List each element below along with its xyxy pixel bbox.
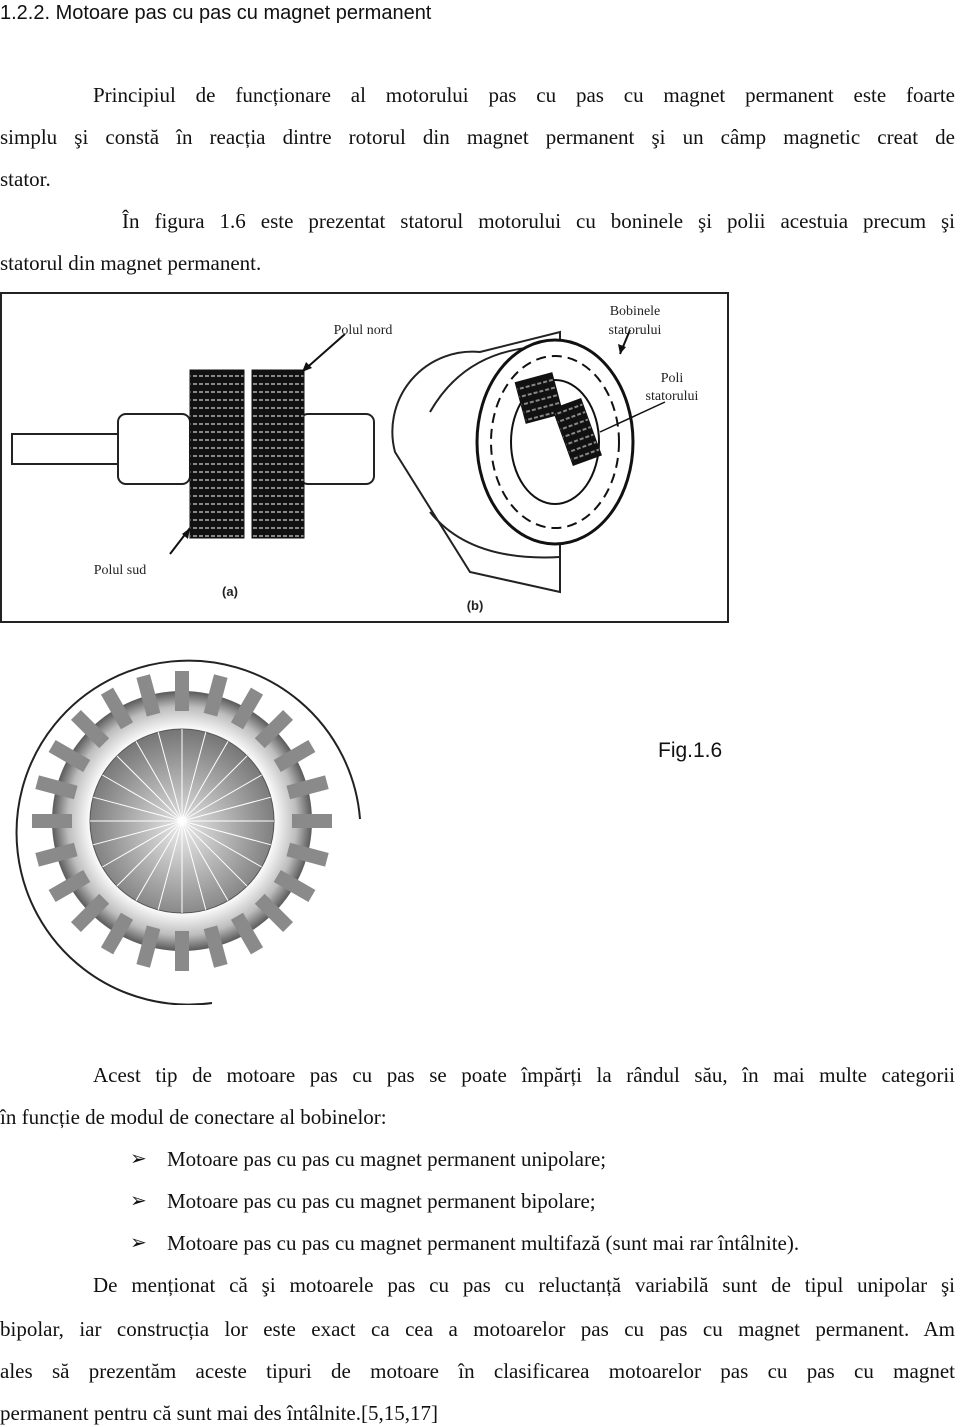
stator-tooth bbox=[100, 687, 134, 730]
rotor-spoke bbox=[181, 820, 271, 846]
rotor-spoke bbox=[181, 820, 262, 868]
rotor-spoke bbox=[181, 732, 207, 822]
stator-tooth bbox=[292, 814, 332, 828]
figure-motor-panel bbox=[0, 292, 730, 624]
stator-tooth bbox=[35, 842, 78, 867]
rotor-spoke bbox=[181, 774, 262, 822]
stator-tooth bbox=[48, 739, 91, 773]
stator-tooth bbox=[175, 931, 189, 971]
paragraph-2-line-1: În figura 1.6 este prezentat statorul mo… bbox=[122, 209, 955, 233]
rotor-spoke bbox=[102, 774, 183, 822]
rotor-spoke bbox=[116, 755, 183, 822]
rotor-spoke bbox=[157, 732, 183, 822]
label-coils-line-2: statorului bbox=[608, 323, 662, 338]
rotor-spoke bbox=[157, 820, 183, 910]
label-subfigure-a: (a) bbox=[222, 584, 238, 599]
stator-tooth bbox=[273, 869, 316, 903]
stator-tooth bbox=[286, 775, 329, 800]
figure-caption: Fig.1.6 bbox=[658, 739, 723, 762]
paragraph-4-line-4: permanent pentru că sunt mai des întâlni… bbox=[0, 1401, 438, 1425]
paragraph-1-line-2: simplu şi constă în reacția dintre rotor… bbox=[0, 125, 955, 149]
paragraph-4-line-1: De menționat că şi motoarele pas cu pas … bbox=[93, 1273, 955, 1297]
label-north-pole: Polul nord bbox=[333, 323, 393, 338]
stator-tooth bbox=[32, 814, 72, 828]
stator-tooth bbox=[203, 925, 228, 968]
stator-tooth bbox=[136, 925, 161, 968]
stator-tooth bbox=[35, 775, 78, 800]
rotor-spoke bbox=[181, 820, 207, 910]
stator-tooth bbox=[136, 674, 161, 717]
paragraph-3-line-1: Acest tip de motoare pas cu pas se poate… bbox=[93, 1063, 955, 1087]
stator-tooth bbox=[48, 869, 91, 903]
rotor-spoke bbox=[135, 820, 183, 901]
rotor-spoke bbox=[135, 741, 183, 822]
stator-tooth bbox=[286, 842, 329, 867]
bullet-item-unipolar: Motoare pas cu pas cu magnet permanent u… bbox=[167, 1147, 607, 1171]
motor-illustration bbox=[0, 292, 729, 623]
label-south-pole: Polul sud bbox=[93, 563, 147, 578]
stator-tooth bbox=[254, 893, 294, 933]
stator-tooth bbox=[100, 912, 134, 955]
stator-cross-section bbox=[15, 659, 361, 1005]
stator-tooth bbox=[175, 671, 189, 711]
rotor-spoke bbox=[181, 820, 229, 901]
stator-tooth bbox=[70, 709, 110, 749]
stator-tooth bbox=[254, 709, 294, 749]
stator-tooth bbox=[273, 739, 316, 773]
stator-tooth bbox=[230, 912, 264, 955]
stator-tooth bbox=[70, 893, 110, 933]
paragraph-3-line-2: în funcție de modul de conectare al bobi… bbox=[0, 1105, 387, 1129]
rotor-spoke bbox=[116, 820, 183, 887]
bullet-arrow-icon: ➢ bbox=[130, 1190, 147, 1212]
paragraph-4-line-2: bipolar, iar construcția lor este exact … bbox=[0, 1317, 955, 1341]
bullet-item-multiphase: Motoare pas cu pas cu magnet permanent m… bbox=[167, 1231, 800, 1255]
rotor-spoke bbox=[93, 820, 183, 846]
section-heading: 1.2.2. Motoare pas cu pas cu magnet perm… bbox=[0, 2, 432, 24]
rotor-spoke bbox=[102, 820, 183, 868]
stator-tooth bbox=[230, 687, 264, 730]
paragraph-4-line-3: ales să prezentăm aceste tipuri de motoa… bbox=[0, 1359, 955, 1383]
bullet-item-bipolar: Motoare pas cu pas cu magnet permanent b… bbox=[167, 1189, 596, 1213]
paragraph-1-line-3: stator. bbox=[0, 167, 51, 191]
rotor-spoke bbox=[181, 755, 248, 822]
label-subfigure-b: (b) bbox=[466, 598, 484, 613]
rotor-spoke bbox=[93, 796, 183, 822]
bullet-arrow-icon: ➢ bbox=[130, 1232, 147, 1254]
paragraph-2-line-2: statorul din magnet permanent. bbox=[0, 251, 262, 275]
label-poles-line-1: Poli bbox=[660, 371, 684, 386]
rotor-spoke bbox=[181, 820, 248, 887]
stator-tooth bbox=[203, 674, 228, 717]
label-coils-line-1: Bobinele bbox=[609, 304, 661, 319]
rotor-spoke bbox=[181, 796, 271, 822]
paragraph-1-line-1: Principiul de funcționare al motorului p… bbox=[93, 83, 955, 107]
rotor-spoke bbox=[181, 741, 229, 822]
bullet-arrow-icon: ➢ bbox=[130, 1148, 147, 1170]
label-poles-line-2: statorului bbox=[645, 389, 699, 404]
